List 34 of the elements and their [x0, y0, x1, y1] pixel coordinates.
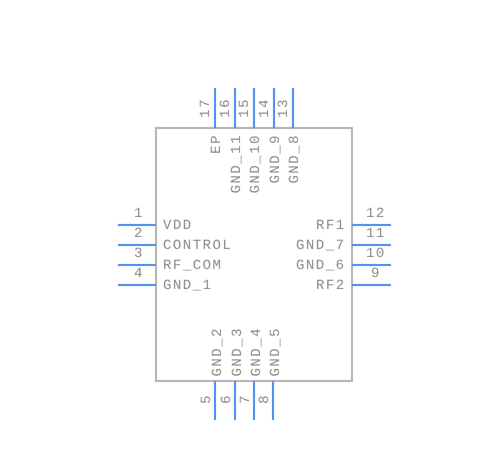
pin-number: 16: [219, 98, 233, 118]
pin-name: GND_1: [163, 279, 213, 293]
pin-name: GND_10: [249, 134, 263, 194]
pin-name: GND_7: [296, 239, 346, 253]
pin-name: GND_2: [211, 327, 225, 377]
pin-number: 4: [134, 267, 144, 281]
pin-number: 1: [134, 207, 144, 221]
pin-number: 8: [258, 394, 272, 404]
pin-number: 5: [200, 394, 214, 404]
pin-number: 2: [134, 227, 144, 241]
pin-number: 13: [277, 98, 291, 118]
pin-number: 10: [366, 247, 386, 261]
pin-name: GND_11: [230, 134, 244, 194]
pin-name: GND_4: [250, 327, 264, 377]
pin-number: 12: [366, 207, 386, 221]
pin-name: CONTROL: [163, 239, 232, 253]
pin-name: GND_3: [231, 327, 245, 377]
pin-name: RF2: [316, 279, 346, 293]
pin-name: EP: [210, 134, 224, 154]
pin-number: 3: [134, 247, 144, 261]
pin-number: 9: [371, 267, 381, 281]
pin-name: RF1: [316, 219, 346, 233]
pin-number: 15: [238, 98, 252, 118]
pin-name: GND_6: [296, 259, 346, 273]
pin-number: 11: [366, 227, 386, 241]
pin-name: GND_8: [288, 134, 302, 184]
pin-number: 17: [199, 98, 213, 118]
pin-name: GND_5: [269, 327, 283, 377]
pin-number: 7: [239, 394, 253, 404]
pin-name: GND_9: [269, 134, 283, 184]
pin-name: RF_COM: [163, 259, 222, 273]
pin-number: 6: [220, 394, 234, 404]
pin-name: VDD: [163, 219, 193, 233]
pin-number: 14: [258, 98, 272, 118]
